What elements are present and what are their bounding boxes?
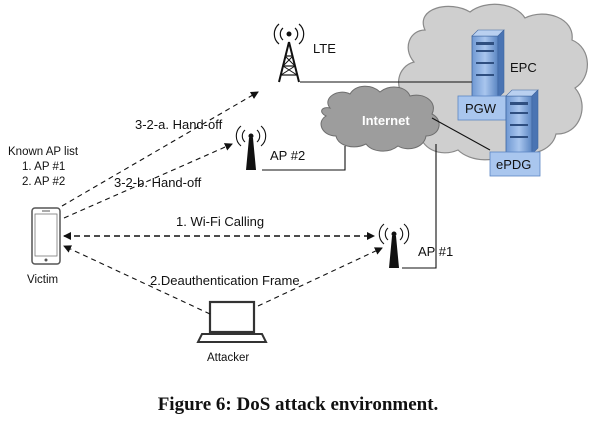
known-ap-list: Known AP list 1. AP #1 2. AP #2: [8, 146, 79, 188]
lte-label: LTE: [313, 41, 336, 56]
network-links: [262, 81, 491, 269]
ap2: AP #2: [235, 125, 305, 170]
smartphone-icon: [31, 207, 61, 265]
ap2-label: AP #2: [270, 148, 305, 163]
pgw-label: PGW: [465, 101, 497, 116]
cloud-icon: [320, 85, 440, 152]
attacker-label: Attacker: [207, 352, 249, 364]
cell-tower-icon: [273, 23, 305, 83]
flows: [61, 91, 383, 315]
access-point-icon: [235, 125, 267, 170]
attacker-laptop: Attacker: [196, 300, 268, 364]
victim-phone: Victim: [27, 207, 61, 286]
ap2-to-internet-link: [262, 146, 346, 171]
deauth-label: 2.Deauthentication Frame: [150, 273, 300, 288]
known-ap-item-1: 1. AP #1: [22, 161, 65, 173]
access-point-icon: [378, 223, 410, 268]
wifi-calling-label: 1. Wi-Fi Calling: [176, 214, 264, 229]
epdg-label: ePDG: [496, 157, 531, 172]
handoff-a-label: 3-2-a. Hand-off: [135, 117, 223, 132]
ap1: AP #1: [378, 223, 453, 268]
pgw-server: PGW: [457, 29, 507, 121]
ap1-to-internet-link: [402, 144, 437, 269]
lte-tower: LTE: [273, 23, 336, 83]
epdg-server: ePDG: [489, 89, 541, 177]
laptop-icon: [196, 300, 268, 343]
epc-label: EPC: [510, 60, 537, 75]
deauth-arrow-to-ap1: [257, 247, 383, 307]
internet-to-epdg-link: [431, 117, 491, 151]
handoff-b-label: 3-2-b. Hand-off: [114, 175, 202, 190]
server-icon: [471, 29, 505, 99]
server-icon: [505, 89, 539, 155]
figure-caption: Figure 6: DoS attack environment.: [158, 394, 439, 415]
internet-cloud: Internet: [320, 85, 440, 152]
handoff-b-arrow: [63, 143, 233, 219]
victim-label: Victim: [27, 274, 58, 286]
internet-label: Internet: [362, 113, 410, 128]
known-ap-title: Known AP list: [8, 146, 79, 158]
known-ap-item-2: 2. AP #2: [22, 176, 65, 188]
handoff-a-arrow: [61, 91, 259, 207]
